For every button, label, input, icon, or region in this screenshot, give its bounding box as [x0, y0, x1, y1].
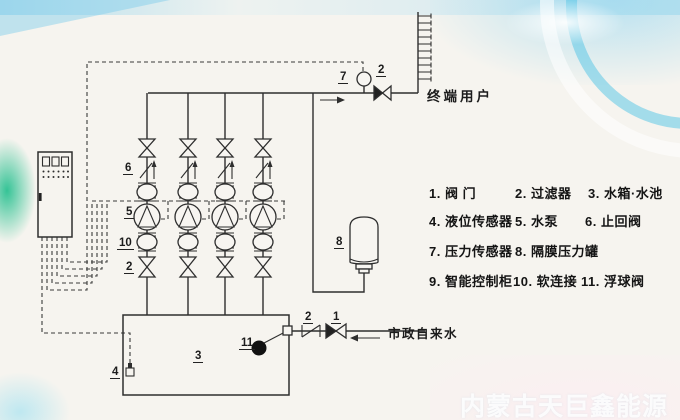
flow-arrow-outlet [320, 96, 345, 104]
legend-item-pressure-tank: 8. 隔膜压力罐 [515, 244, 599, 259]
legend-item-tank: 3. 水箱·水池 [588, 186, 663, 201]
pipes [146, 12, 425, 332]
legend-item-filter: 2. 过滤器 [515, 186, 572, 201]
water-tank [122, 314, 290, 396]
callout-pressure-tank: 8 [334, 236, 345, 250]
pressure-sensor-symbol [356, 71, 372, 87]
level-sensor-symbol [125, 363, 135, 377]
pump-symbols [133, 203, 277, 231]
callout-level-sensor: 4 [110, 366, 121, 380]
callout-tank: 3 [193, 350, 204, 364]
flow-arrow-inlet [350, 334, 380, 342]
callout-municipal-valve: 1 [331, 311, 342, 325]
callout-pump: 5 [124, 206, 135, 220]
callout-pressure-sensor: 7 [338, 71, 349, 85]
riser-filter-symbols [137, 256, 273, 278]
callout-municipal-filter: 2 [303, 311, 314, 325]
municipal-filter-symbol [301, 324, 321, 338]
callout-check-valve: 6 [123, 162, 134, 176]
legend-item-level-sensor: 4. 液位传感器 [429, 214, 513, 229]
watermark-text: 内蒙古天巨鑫能源 [460, 393, 669, 420]
municipal-water-label: 市政自来水 [388, 327, 459, 341]
legend-item-pressure-sensor: 7. 压力传感器 [429, 244, 513, 259]
legend-item-check-valve: 6. 止回阀 [585, 214, 642, 229]
legend-item-pump: 5. 水泵 [515, 214, 558, 229]
control-wires [41, 61, 364, 365]
callout-soft-connection: 10 [117, 237, 134, 251]
callout-float-valve: 11 [239, 337, 256, 351]
legend-item-valve: 1. 阀 门 [429, 186, 477, 201]
riser-valve-symbols [137, 138, 273, 158]
terminal-user-label: 终端用户 [427, 89, 493, 104]
check-valve-symbols [139, 160, 273, 179]
legend-item-soft-connection: 10. 软连接 [513, 274, 578, 289]
municipal-valve-symbol [325, 322, 347, 340]
soft-connection-upper-symbols [136, 182, 274, 202]
pressure-tank-symbol [349, 216, 379, 274]
outlet-filter-symbol [373, 84, 392, 102]
control-cabinet [37, 151, 73, 238]
user-branch-taps [418, 13, 432, 82]
float-valve-symbol [251, 325, 293, 356]
legend-item-control-cabinet: 9. 智能控制柜 [429, 274, 513, 289]
callout-outlet-filter: 2 [376, 64, 387, 78]
callout-riser-filter: 2 [124, 261, 135, 275]
soft-connection-lower-symbols [136, 232, 274, 252]
legend-item-float-valve: 11. 浮球阀 [581, 274, 645, 289]
